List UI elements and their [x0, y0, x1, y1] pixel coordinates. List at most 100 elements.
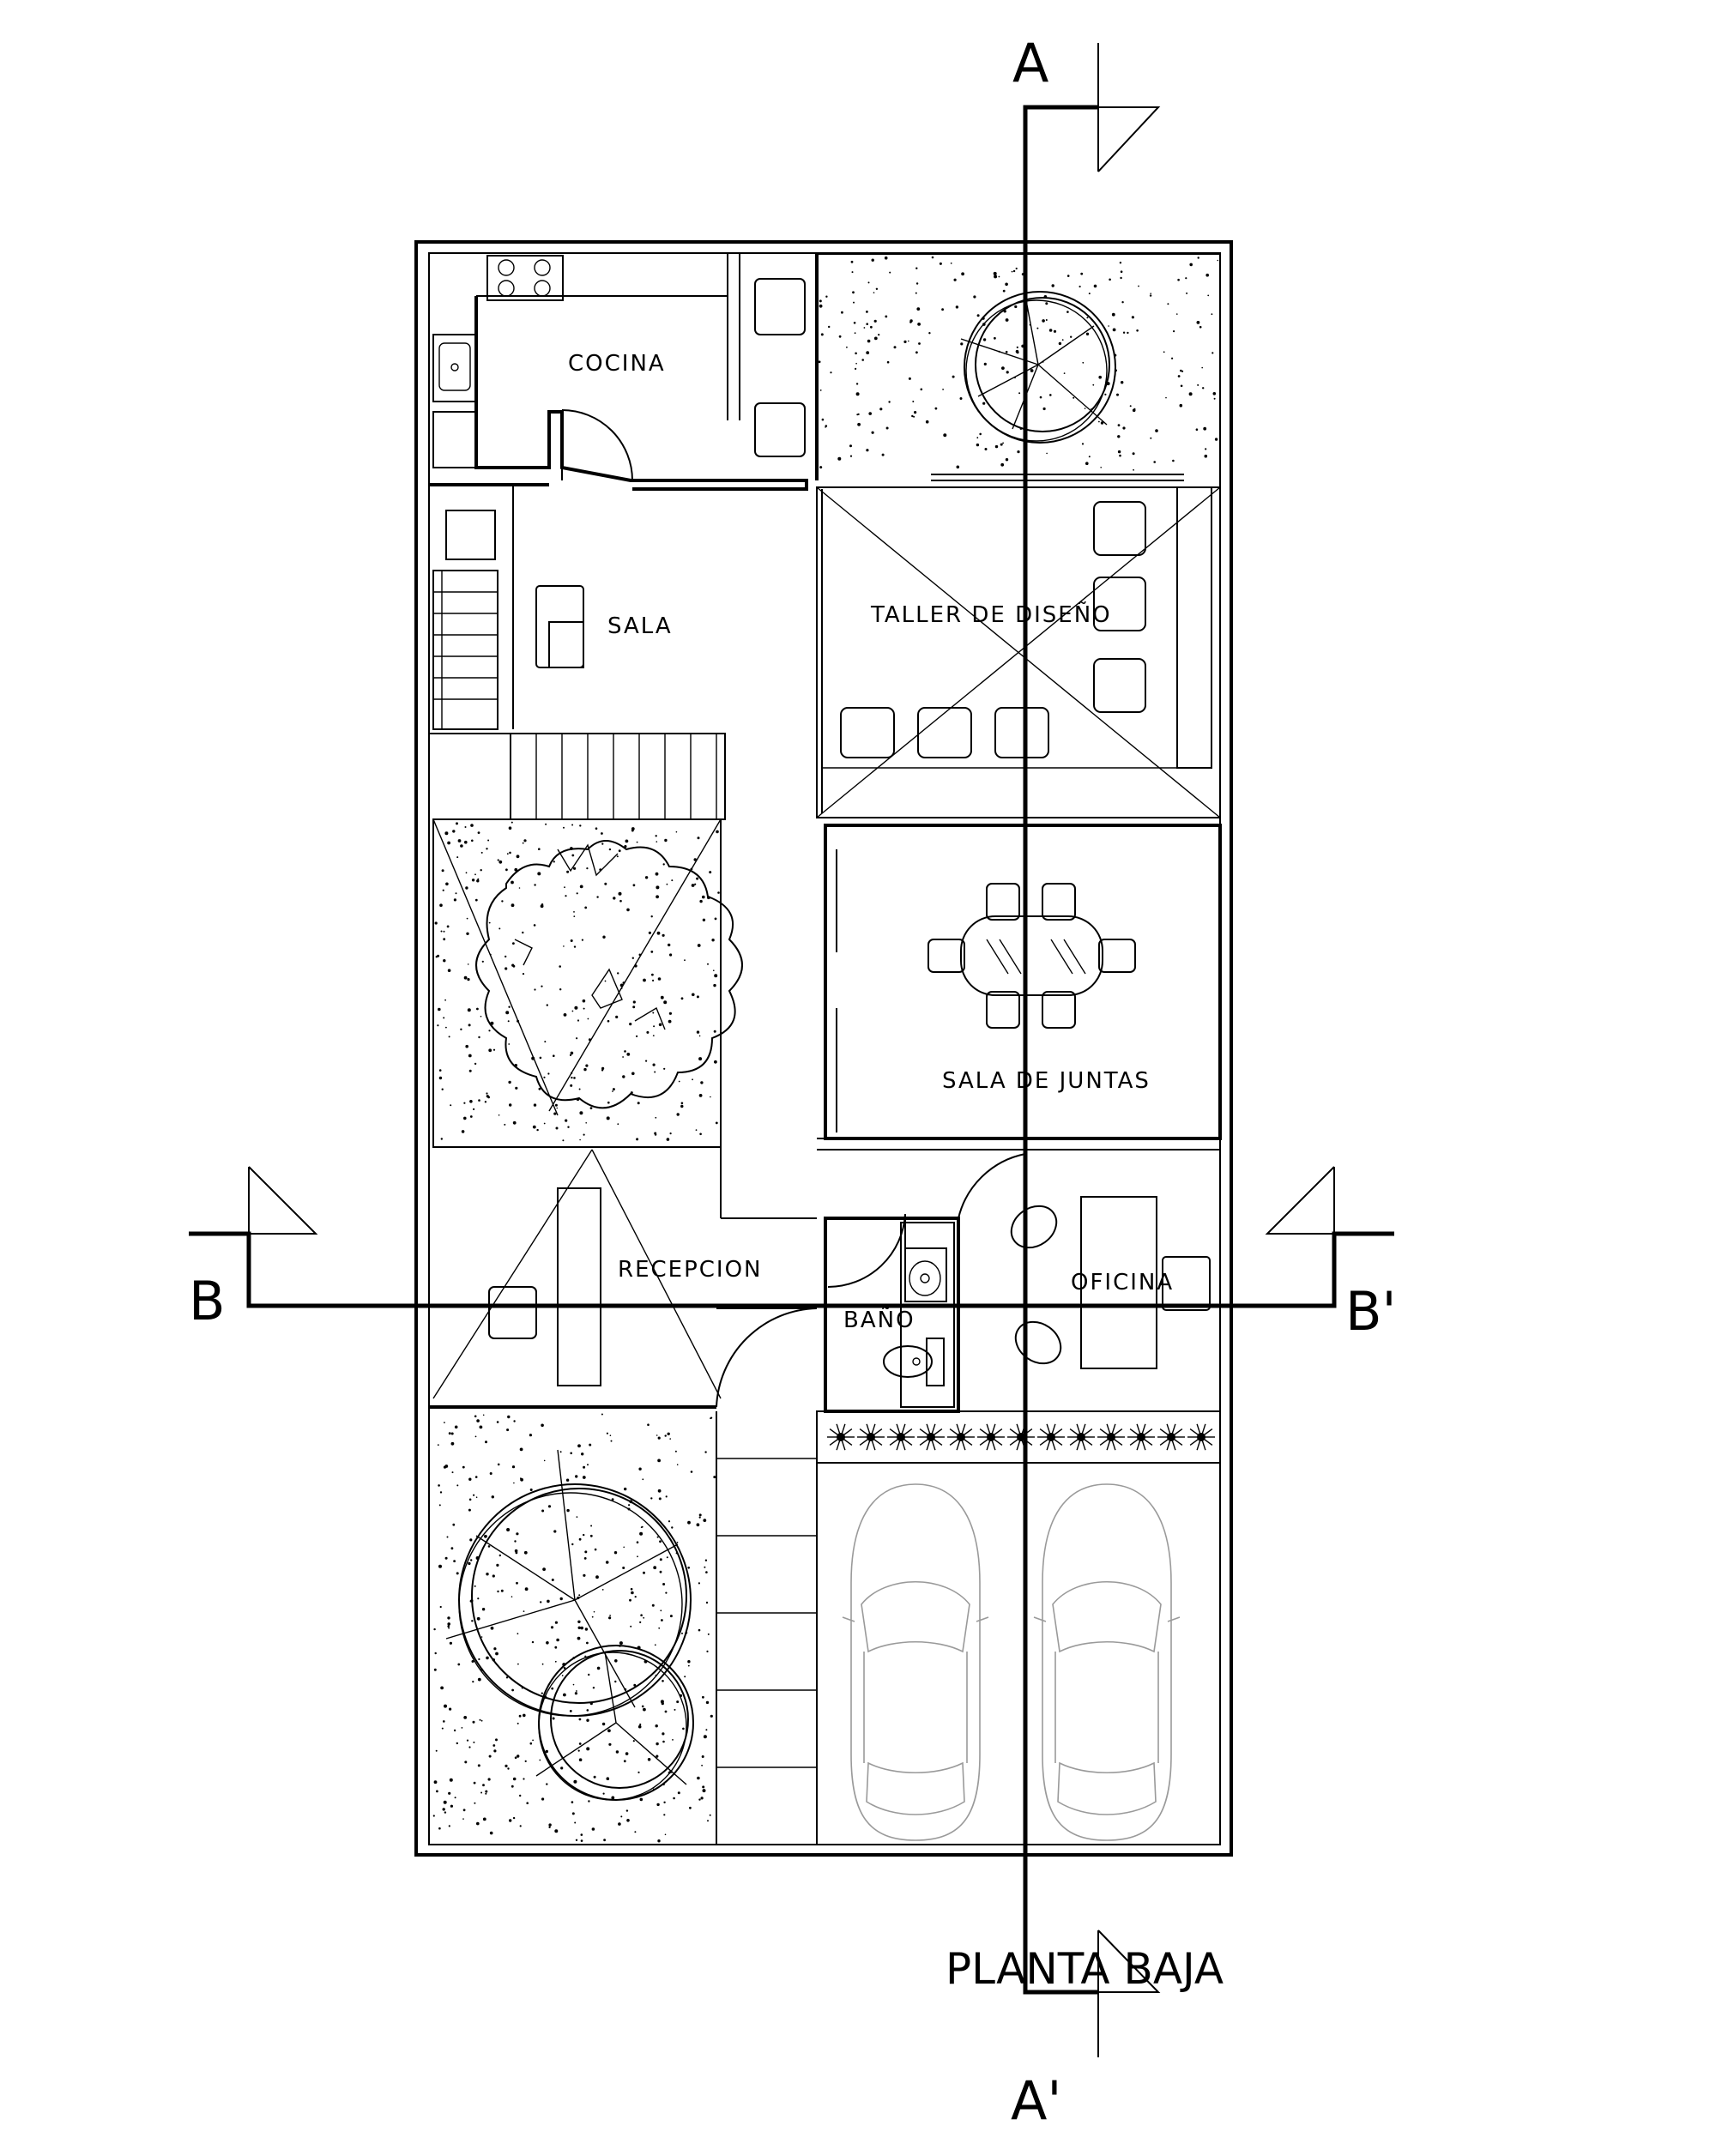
speckle-dot [939, 262, 942, 265]
speckle-dot [445, 882, 449, 886]
speckle-dot [479, 1718, 481, 1721]
speckle-dot [830, 371, 832, 374]
speckle-dot [920, 388, 923, 391]
speckle-dot [456, 822, 458, 825]
speckle-dot [710, 1096, 711, 1098]
speckle-dot [656, 841, 658, 842]
bathroom: BAÑO [824, 1213, 960, 1413]
speckle-dot [448, 1791, 451, 1795]
speckle-dot [976, 314, 980, 317]
speckle-dot [577, 1636, 581, 1640]
speckle-dot [828, 325, 831, 329]
speckle-dot [507, 1020, 510, 1023]
speckle-dot [497, 1590, 499, 1593]
speckle-dot [1093, 284, 1097, 288]
speckle-dot [433, 1668, 437, 1671]
speckle-dot [587, 1018, 589, 1020]
speckle-dot [682, 1727, 685, 1730]
speckle-dot [639, 1621, 642, 1623]
speckle-dot [577, 1749, 580, 1752]
speckle-dot [554, 1660, 557, 1663]
speckle-dot [438, 1504, 441, 1507]
speckle-dot [474, 1062, 477, 1066]
speckle-dot [1180, 369, 1182, 372]
speckle-dot [538, 848, 541, 850]
speckle-dot [569, 1710, 572, 1712]
speckle-dot [474, 1476, 478, 1478]
speckle-dot [523, 1610, 525, 1612]
speckle-dot [1150, 437, 1152, 439]
speckle-dot [698, 1582, 701, 1585]
speckle-dot [659, 1540, 662, 1543]
speckle-dot [509, 1103, 512, 1107]
speckle-dot [613, 897, 616, 900]
speckle-dot [850, 260, 854, 263]
speckle-dot [696, 1523, 700, 1527]
speckle-dot [639, 1723, 642, 1726]
speckle-dot [559, 1597, 563, 1601]
speckle-dot [849, 455, 853, 457]
speckle-dot [689, 1806, 692, 1809]
speckle-dot [1058, 341, 1062, 346]
speckle-dot [443, 1720, 445, 1723]
speckle-dot [643, 1707, 646, 1712]
speckle-dot [434, 1652, 437, 1655]
speckle-dot [646, 1030, 650, 1034]
speckle-dot [578, 1088, 581, 1090]
speckle-dot [553, 1112, 557, 1115]
speckle-dot [1072, 396, 1075, 399]
speckle-dot [438, 1007, 441, 1012]
speckle-dot [1205, 273, 1209, 277]
speckle-dot [713, 969, 715, 971]
speckle-dot [952, 375, 955, 378]
speckle-dot [1006, 371, 1009, 374]
speckle-dot [976, 437, 979, 439]
speckle-dot [1061, 339, 1064, 341]
speckle-dot [586, 1718, 589, 1722]
shrub-icons [827, 1423, 1215, 1451]
speckle-dot [444, 1422, 445, 1423]
speckle-dot [444, 1704, 447, 1708]
speckle-dot [433, 1628, 436, 1631]
speckle-dot [1122, 331, 1126, 334]
speckle-dot [713, 1476, 716, 1479]
speckle-dot [440, 930, 443, 933]
speckle-dot [650, 951, 654, 953]
speckle-dot [698, 1035, 701, 1037]
speckle-dot [1005, 282, 1008, 287]
speckle-dot [467, 1008, 471, 1012]
speckle-dot [468, 1024, 471, 1027]
speckle-dot [519, 1794, 522, 1797]
speckle-dot [866, 449, 869, 452]
speckle-dot [886, 360, 890, 364]
speckle-dot [498, 860, 503, 864]
speckle-dot [1171, 357, 1174, 359]
speckle-dot [1014, 305, 1018, 309]
speckle-dot [639, 1531, 644, 1536]
speckle-dot [1030, 369, 1034, 372]
speckle-dot [690, 1471, 693, 1473]
living-area: SALA [429, 483, 726, 820]
speckle-dot [593, 1775, 596, 1779]
speckle-dot [715, 1121, 718, 1125]
speckle-dot [462, 1818, 464, 1820]
speckle-dot [982, 402, 986, 405]
sink-icon [432, 334, 477, 402]
speckle-dot [579, 885, 583, 889]
speckle-dot [551, 1579, 554, 1581]
chair-icon [488, 1286, 537, 1339]
speckle-dot [855, 367, 857, 370]
speckle-dot [857, 422, 861, 426]
speckle-dot [1098, 375, 1102, 379]
speckle-dot [508, 826, 512, 830]
speckle-dot [450, 1804, 454, 1808]
speckle-dot [1005, 318, 1009, 322]
speckle-dot [861, 359, 864, 361]
speckle-dot [1036, 327, 1039, 329]
speckle-dot [441, 1727, 444, 1730]
speckle-dot [505, 1011, 510, 1015]
speckle-dot [695, 1129, 698, 1131]
speckle-dot [931, 256, 934, 259]
speckle-dot [508, 1080, 511, 1084]
speckle-dot [482, 1414, 485, 1416]
